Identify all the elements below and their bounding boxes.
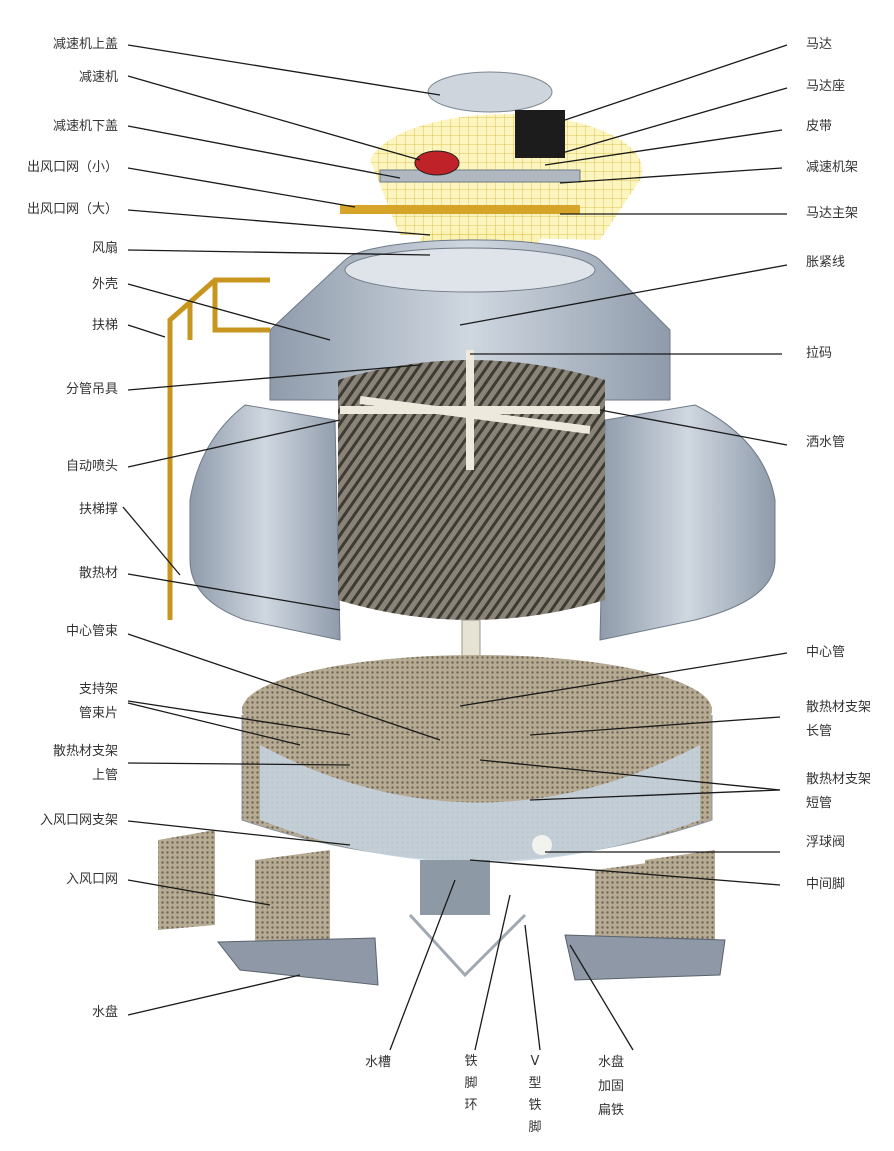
label-fill-material: 散热材	[78, 566, 118, 581]
tower-shell	[189, 239, 776, 641]
motor-assembly	[340, 71, 643, 252]
label-branch-pipe-hanger: 分管吊具	[65, 382, 118, 397]
fill-support-upper-pipe-leader-line	[127, 762, 351, 766]
label-center-pipe-bundle: 中心管束	[65, 624, 118, 639]
label-outlet-net-small: 出风口网（小）	[26, 160, 118, 175]
label-motor-base: 马达座	[806, 79, 846, 94]
label-water-tank: 水槽	[365, 1055, 392, 1070]
label-reducer-bottom-cover: 减速机下盖	[52, 119, 118, 134]
label-auto-nozzle: 自动喷头	[65, 459, 118, 474]
label-float-valve: 浮球阀	[806, 835, 846, 850]
label-iron-leg-ring: 铁脚环	[464, 1054, 478, 1113]
outlet-net-small-leader-line	[127, 167, 356, 208]
label-fill-support-long-pipe: 散热材支架 长管	[806, 700, 872, 739]
inlet-net-support-leader-line	[127, 820, 351, 846]
label-reducer-top-cover: 减速机上盖	[52, 37, 118, 52]
ladder	[167, 277, 270, 620]
support-bundle-plate-leader-line	[127, 700, 351, 736]
label-motor: 马达	[806, 37, 833, 52]
reducer-leader-line	[127, 75, 421, 161]
tension-wire-leader-line	[459, 264, 788, 326]
label-inlet-net: 入风口网	[65, 872, 118, 887]
motor-leader-line	[564, 44, 788, 121]
belt-leader-line	[544, 129, 783, 166]
label-v-iron-leg: V型铁脚	[528, 1054, 542, 1135]
support-bundle-plate-leader-line	[127, 702, 301, 746]
iron-leg-ring-leader-line	[474, 894, 511, 1051]
outlet-net-large-leader-line	[127, 209, 431, 236]
label-basin-flat-iron: 水盘 加固 扁铁	[598, 1055, 625, 1118]
label-motor-main-frame: 马达主架	[806, 206, 859, 221]
label-fill-support-upper-pipe: 散热材支架 上管	[52, 744, 118, 783]
ladder-leader-line	[127, 324, 166, 338]
label-belt: 皮带	[806, 119, 833, 134]
lower-basin-assembly	[158, 619, 726, 986]
v-iron-leg-leader-line	[524, 924, 541, 1051]
branch-pipe-hanger-leader-line	[127, 364, 421, 391]
label-ladder: 扶梯	[91, 318, 118, 333]
fill-support-short-pipe-leader-line	[529, 789, 781, 801]
label-reducer: 减速机	[78, 70, 118, 85]
shell-leader-line	[127, 283, 331, 341]
label-inlet-net-support: 入风口网支架	[39, 813, 118, 828]
fill-support-long-pipe-leader-line	[529, 716, 781, 736]
fill-material-leader-line	[127, 573, 341, 611]
center-pipe-bundle-leader-line	[127, 633, 441, 741]
middle-leg-leader-line	[469, 859, 781, 886]
auto-nozzle-leader-line	[127, 419, 341, 468]
label-shell: 外壳	[91, 277, 118, 292]
leader-lines	[122, 44, 788, 1051]
label-water-basin: 水盘	[91, 1005, 118, 1020]
label-ladder-brace: 扶梯撑	[78, 502, 118, 517]
label-outlet-net-large: 出风口网（大）	[26, 202, 118, 217]
label-fan: 风扇	[91, 241, 118, 256]
label-fill-support-short-pipe: 散热材支架 短管	[806, 772, 872, 811]
label-middle-leg: 中间脚	[806, 877, 846, 892]
fan-leader-line	[127, 249, 431, 256]
label-center-pipe: 中心管	[806, 645, 846, 660]
reducer-top-cover-leader-line	[127, 44, 441, 96]
label-reducer-frame: 减速机架	[806, 160, 859, 175]
sprinkler-pipe-leader-line	[599, 409, 788, 446]
center-pipe-leader-line	[459, 652, 788, 707]
inlet-net-leader-line	[127, 879, 271, 906]
water-basin-leader-line	[127, 974, 301, 1016]
ladder-brace-leader-line	[122, 506, 181, 576]
label-sprinkler-pipe: 洒水管	[806, 435, 846, 450]
motor-base-leader-line	[554, 87, 788, 156]
fill-support-short-pipe-leader-line	[479, 759, 781, 791]
basin-flat-iron-leader-line	[569, 944, 634, 1051]
reducer-frame-leader-line	[559, 167, 783, 184]
label-pull-clamp: 拉码	[806, 346, 833, 361]
water-tank-leader-line	[389, 879, 456, 1051]
reducer-bottom-cover-leader-line	[127, 125, 401, 179]
label-support-bundle-plate: 支持架 管束片	[78, 682, 118, 721]
label-tension-wire: 胀紧线	[806, 255, 846, 270]
